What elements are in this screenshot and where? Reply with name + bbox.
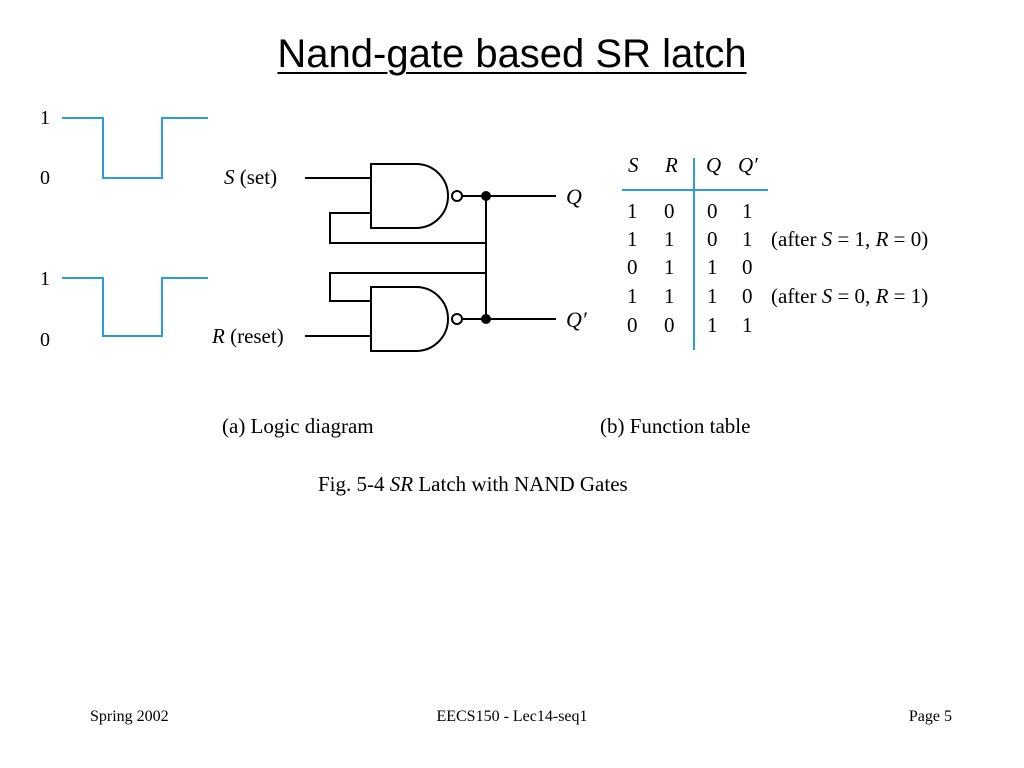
table-cell: 0 [664,313,675,337]
output-q-label: Q [566,184,582,209]
waveforms: 1 0 1 0 [40,107,208,351]
nand-gate-bottom-bubble [451,313,463,325]
figure-caption: Fig. 5-4 SR Latch with NAND Gates [318,472,628,496]
footer-center: EECS150 - Lec14-seq1 [436,708,588,725]
table-cell: 0 [742,284,753,308]
function-table: S R Q Q′ 1 0 0 1 1 1 0 1 (after S = 1, R… [622,153,928,350]
table-note-row2: (after S = 1, R = 0) [771,227,928,251]
wire-feedback-q [329,196,487,302]
table-header-s: S [628,153,639,177]
waveform-bottom-r [62,277,208,337]
input-r-var: R [211,324,225,348]
input-r-text: (reset) [230,324,284,348]
nand-gate-top-bubble [451,190,463,202]
output-q-prime-label: Q′ [566,307,588,332]
table-cell: 0 [627,255,638,279]
logic-diagram: S (set) R (reset) Q Q′ [211,163,588,352]
input-s-var: S [224,165,235,189]
table-note-row4: (after S = 0, R = 1) [771,284,928,308]
table-cell: 0 [627,313,638,337]
waveform-bottom-high-label: 1 [40,268,50,290]
table-header-q: Q [706,153,721,177]
input-s-label: S (set) [224,165,277,189]
table-cell: 1 [627,284,638,308]
table-cell: 1 [742,199,753,223]
table-header-r: R [664,153,678,177]
input-s-text: (set) [240,165,277,189]
table-cell: 1 [707,313,718,337]
table-cell: 1 [627,199,638,223]
table-cell: 1 [707,255,718,279]
table-header-q-prime: Q′ [738,153,758,177]
table-cell: 0 [664,199,675,223]
table-cell: 1 [664,255,675,279]
waveform-top-high-label: 1 [40,107,50,129]
nand-gate-bottom [370,286,449,352]
function-table-caption: (b) Function table [600,414,750,438]
figure: 1 0 1 0 S (set) R (reset) Q Q′ S R [40,107,928,496]
table-cell: 0 [742,255,753,279]
wire-feedback-q-prime [329,212,487,319]
waveform-top-s [62,117,208,179]
footer-left: Spring 2002 [90,708,169,725]
waveform-bottom-low-label: 0 [40,329,50,351]
table-cell: 1 [627,227,638,251]
table-cell: 0 [707,199,718,223]
slide-title: Nand-gate based SR latch [277,32,747,76]
input-r-label: R (reset) [211,324,284,348]
table-cell: 0 [707,227,718,251]
waveform-top-low-label: 0 [40,167,50,189]
table-cell: 1 [707,284,718,308]
table-cell: 1 [742,227,753,251]
nand-gate-top [370,163,449,229]
logic-diagram-caption: (a) Logic diagram [222,414,374,438]
table-cell: 1 [664,227,675,251]
footer-right: Page 5 [908,708,952,725]
table-cell: 1 [742,313,753,337]
table-cell: 1 [664,284,675,308]
